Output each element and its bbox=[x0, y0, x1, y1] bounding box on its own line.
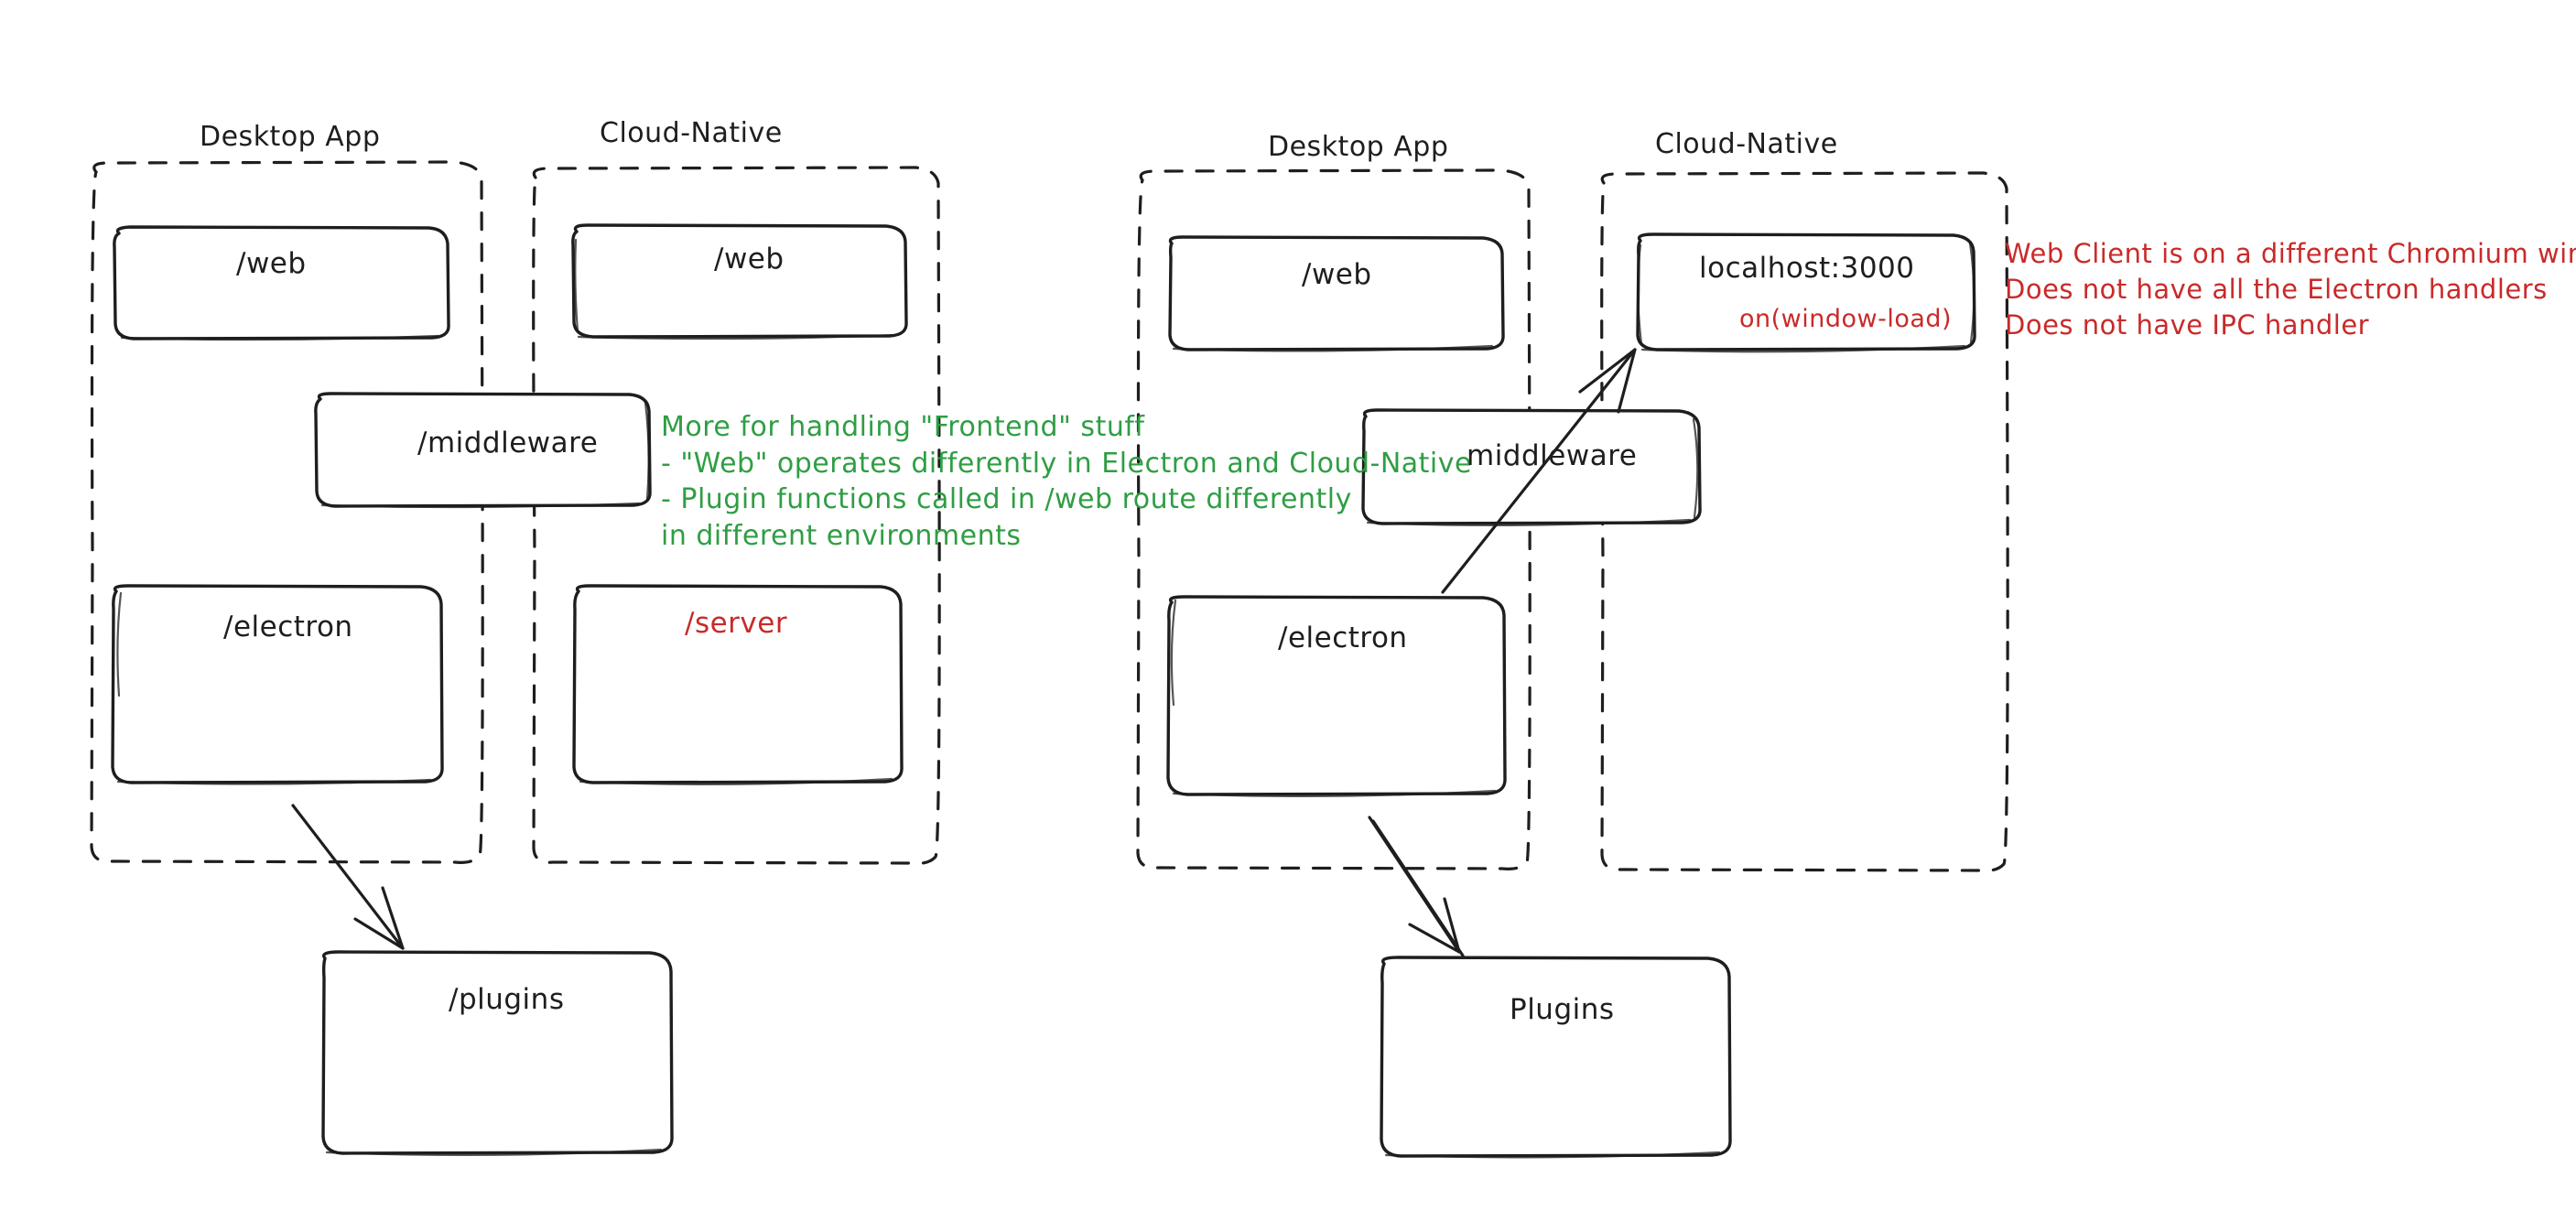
right-localhost-label: localhost:3000 bbox=[1699, 252, 1915, 285]
right-electron-box[interactable] bbox=[1166, 595, 1507, 797]
red-annotation-note: Web Client is on a different Chromium wi… bbox=[2005, 238, 2576, 341]
right-localhost-box[interactable] bbox=[1636, 232, 1976, 353]
right-middleware-label: middleware bbox=[1467, 439, 1638, 472]
right-electron-to-localhost-arrow bbox=[1441, 348, 1637, 594]
left-electron-label: /electron bbox=[223, 611, 353, 643]
left-web-box-desktop[interactable] bbox=[113, 225, 450, 341]
left-server-label: /server bbox=[685, 607, 788, 640]
left-plugins-box[interactable] bbox=[321, 950, 674, 1156]
right-cloud-native-container bbox=[1600, 171, 2009, 872]
right-middleware-box[interactable] bbox=[1361, 408, 1702, 526]
left-server-box[interactable] bbox=[572, 584, 904, 785]
left-cloud-native-title: Cloud-Native bbox=[600, 117, 783, 149]
left-electron-box[interactable] bbox=[111, 584, 444, 785]
right-desktop-app-title: Desktop App bbox=[1268, 131, 1449, 163]
left-web-box-cloud[interactable] bbox=[571, 223, 908, 340]
right-desktop-app-container bbox=[1136, 168, 1532, 870]
left-web-cloud-label: /web bbox=[714, 243, 785, 276]
left-cloud-native-container bbox=[532, 166, 941, 865]
right-on-window-load-label: on(window-load) bbox=[1739, 305, 1953, 333]
left-middleware-label: /middleware bbox=[417, 427, 599, 459]
right-plugins-box[interactable] bbox=[1380, 956, 1732, 1159]
right-web-desktop-label: /web bbox=[1302, 258, 1372, 291]
left-middleware-box[interactable] bbox=[314, 392, 652, 509]
left-electron-to-plugins-arrow bbox=[291, 804, 405, 950]
left-web-desktop-label: /web bbox=[236, 247, 307, 280]
right-plugins-label: Plugins bbox=[1510, 993, 1615, 1026]
left-desktop-app-container bbox=[90, 160, 484, 864]
left-plugins-label: /plugins bbox=[449, 983, 565, 1016]
green-annotation-note: More for handling "Frontend" stuff - "We… bbox=[661, 411, 1472, 552]
right-electron-label: /electron bbox=[1278, 621, 1408, 654]
right-web-box-desktop[interactable] bbox=[1168, 235, 1505, 352]
right-electron-to-plugins-arrow bbox=[1368, 816, 1465, 957]
right-cloud-native-title: Cloud-Native bbox=[1655, 128, 1838, 160]
left-desktop-app-title: Desktop App bbox=[200, 121, 381, 153]
